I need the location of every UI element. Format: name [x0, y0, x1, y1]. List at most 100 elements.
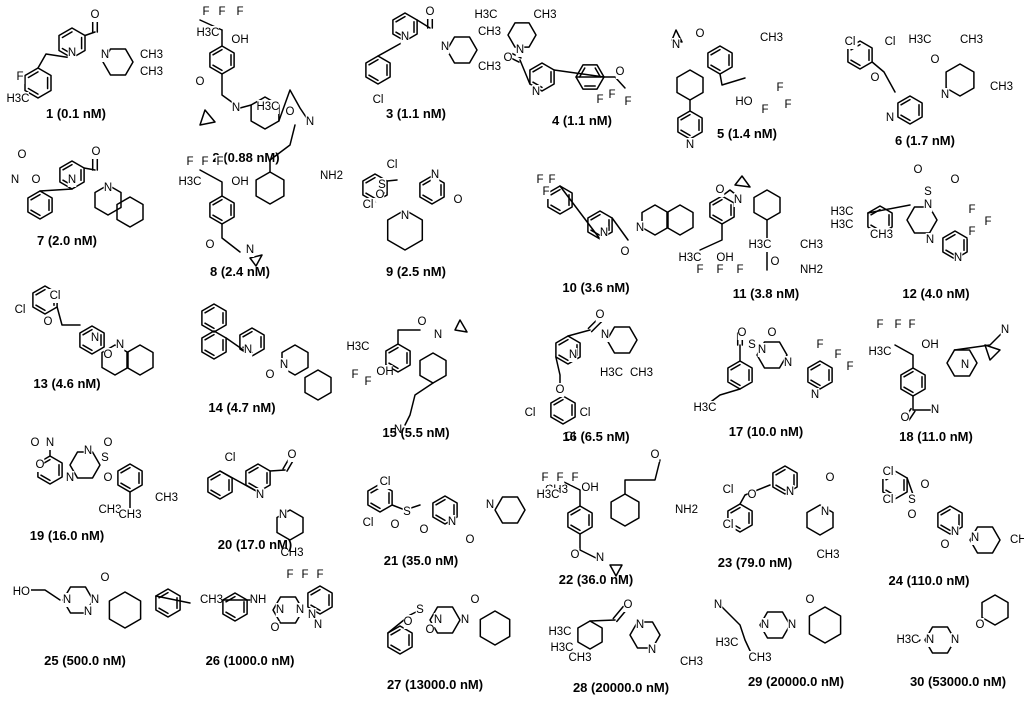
double-bond: [310, 588, 321, 596]
ring-bond: [610, 493, 640, 527]
atom-label: N: [66, 472, 74, 484]
compound-caption: 10 (3.6 nM): [562, 280, 629, 295]
atom-label: F: [908, 319, 915, 331]
atom-label: CH3: [816, 549, 839, 561]
atom-label: O: [420, 524, 429, 536]
atom-label: O: [31, 437, 40, 449]
atom-label-backdrop: [783, 356, 793, 370]
ring-bond: [419, 352, 447, 384]
double-bond: [204, 349, 215, 357]
double-bond: [212, 48, 223, 56]
atom-label-backdrop: [235, 5, 245, 19]
atom-label-backdrop: [757, 343, 767, 357]
double-bond: [120, 482, 131, 490]
double-bond: [435, 514, 446, 522]
atom-label: CH3: [478, 26, 501, 38]
double-bond: [310, 604, 321, 612]
double-bond: [390, 628, 401, 636]
bond: [611, 217, 629, 241]
bond: [567, 329, 591, 337]
atom-label: CH3: [870, 229, 893, 241]
atom-label: O: [288, 449, 297, 461]
atom-label-backdrop: [759, 31, 781, 45]
ring-bond: [479, 610, 511, 646]
ring-bond: [307, 585, 333, 615]
bond: [553, 69, 605, 78]
double-bond: [27, 87, 39, 95]
atom-label-backdrop: [195, 75, 205, 89]
atom-label-backdrop: [695, 27, 705, 41]
atom-label-backdrop: [770, 255, 780, 269]
ring-bond: [94, 184, 122, 216]
atom-label: F: [696, 264, 703, 276]
atom-label-backdrop: [960, 358, 970, 372]
atom-label: F: [536, 174, 543, 186]
atom-label-backdrop: [599, 366, 621, 380]
atom-label-backdrop: [315, 568, 325, 582]
atom-label: N: [431, 169, 439, 181]
atom-label-backdrop: [453, 193, 463, 207]
atom-label: F: [316, 569, 323, 581]
atom-label: Cl: [845, 36, 856, 48]
compound-caption: 21 (35.0 nM): [384, 553, 458, 568]
atom-label: CH3: [200, 594, 223, 606]
double-bond: [730, 379, 741, 387]
atom-label: O: [36, 459, 45, 471]
double-bond: [120, 466, 131, 474]
atom-label: O: [454, 194, 463, 206]
atom-label: Cl: [525, 407, 536, 419]
atom-label-backdrop: [485, 498, 495, 512]
bond: [739, 484, 771, 505]
double-bond: [532, 81, 543, 89]
atom-label: F: [202, 6, 209, 18]
compound-caption: 29 (20000.0 nM): [748, 674, 844, 689]
ring-bond: [676, 69, 704, 101]
atom-label: N: [91, 332, 99, 344]
atom-label: N: [486, 499, 494, 511]
atom-label: Cl: [565, 431, 576, 443]
atom-label: Cl: [387, 159, 398, 171]
double-bond: [810, 363, 821, 371]
atom-label-backdrop: [785, 485, 795, 499]
atom-label: N: [600, 227, 608, 239]
double-bond: [248, 466, 259, 474]
double-bond: [775, 468, 786, 476]
double-bond: [680, 113, 691, 121]
atom-label-backdrop: [415, 603, 425, 617]
atom-label-backdrop: [119, 508, 141, 522]
atom-label: F: [716, 264, 723, 276]
atom-label-backdrop: [278, 508, 288, 522]
atom-label: F: [846, 361, 853, 373]
atom-label: H3C: [748, 239, 771, 251]
atom-label-backdrop: [967, 225, 977, 239]
ring-bond: [945, 63, 975, 97]
atom-label-backdrop: [897, 633, 919, 647]
atom-label: N: [116, 339, 124, 351]
compound-caption: 25 (500.0 nM): [44, 653, 126, 668]
ring-bond: [981, 594, 1009, 626]
atom-label-backdrop: [737, 326, 747, 340]
atom-label-backdrop: [250, 593, 266, 607]
double-bond: [365, 176, 376, 184]
double-bond: [435, 498, 446, 506]
atom-label-backdrop: [287, 448, 297, 462]
double-bond: [248, 482, 259, 490]
compound-caption: 8 (2.4 nM): [210, 264, 270, 279]
atom-label-backdrop: [400, 209, 410, 223]
ring-bond: [946, 349, 978, 377]
atom-label-backdrop: [403, 615, 413, 629]
atom-label: Cl: [225, 452, 236, 464]
bond: [624, 459, 661, 495]
ring-bond: [126, 344, 154, 376]
atom-label: Cl: [363, 517, 374, 529]
atom-label: H3C: [693, 402, 716, 414]
atom-label: CH3: [760, 32, 783, 44]
atom-label-backdrop: [477, 60, 499, 74]
atom-label: O: [418, 316, 427, 328]
compound-caption: 27 (13000.0 nM): [387, 677, 483, 692]
atom-label-backdrop: [679, 251, 701, 265]
atom-label-backdrop: [716, 636, 738, 650]
atom-label-backdrop: [569, 651, 591, 665]
